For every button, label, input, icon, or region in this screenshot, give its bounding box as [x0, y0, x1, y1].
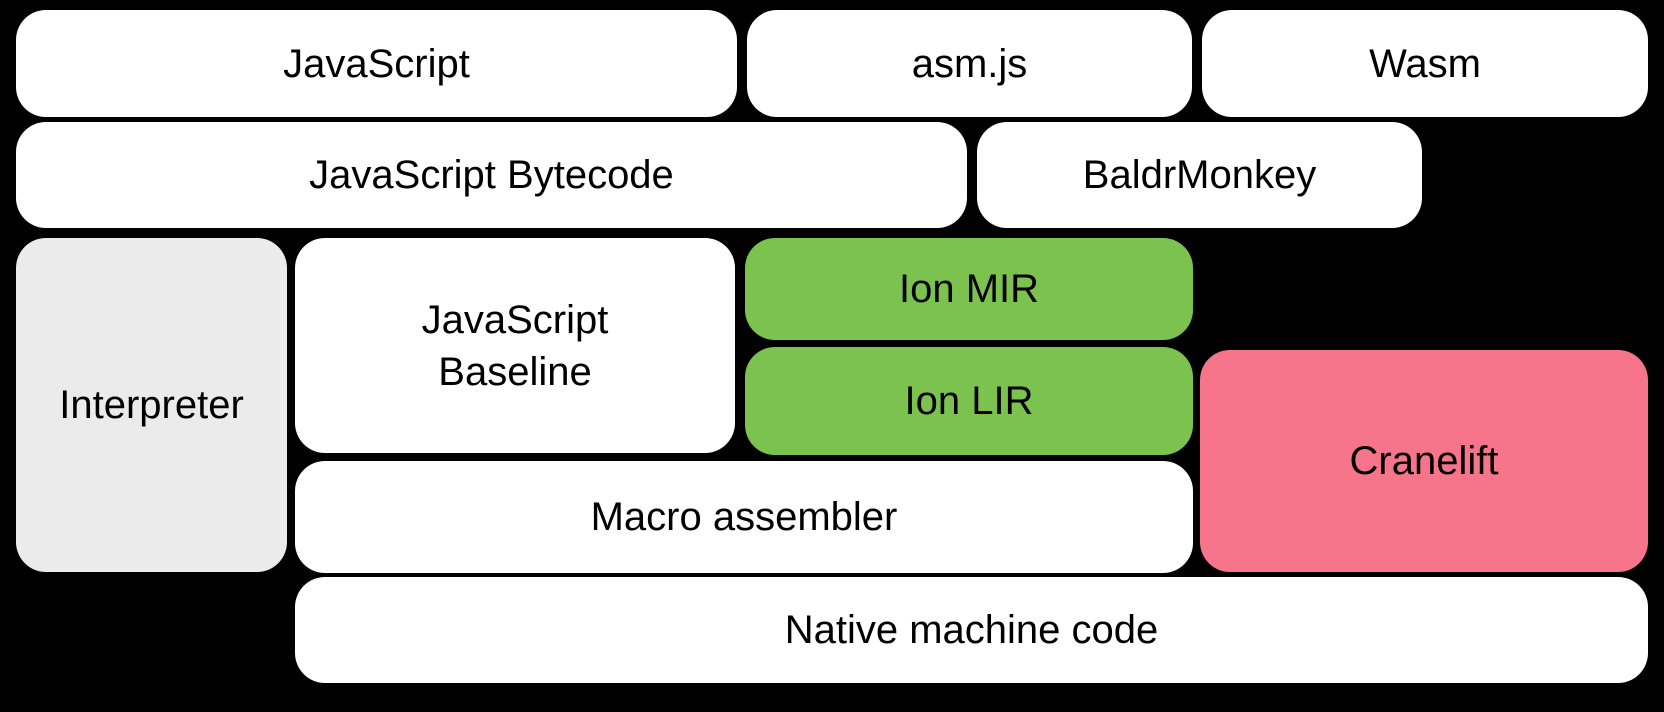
- box-baldrmonkey: BaldrMonkey: [977, 122, 1422, 228]
- box-javascript-bytecode: JavaScript Bytecode: [16, 122, 967, 228]
- box-interpreter: Interpreter: [16, 238, 287, 572]
- box-ion-lir-label: Ion LIR: [904, 379, 1034, 423]
- box-cranelift: Cranelift: [1200, 350, 1648, 572]
- box-cranelift-label: Cranelift: [1349, 439, 1499, 483]
- box-javascript-baseline: JavaScript Baseline: [295, 238, 735, 453]
- box-wasm-label: Wasm: [1369, 41, 1481, 86]
- box-native-machine-code: Native machine code: [295, 577, 1648, 683]
- box-javascript: JavaScript: [16, 10, 737, 117]
- box-interpreter-label: Interpreter: [59, 383, 244, 427]
- box-asmjs-label: asm.js: [911, 41, 1028, 86]
- box-macro-assembler-label: Macro assembler: [590, 495, 898, 539]
- box-native-machine-code-label: Native machine code: [784, 608, 1159, 652]
- box-ion-mir: Ion MIR: [745, 238, 1193, 340]
- box-ion-mir-label: Ion MIR: [898, 267, 1040, 311]
- box-javascript-baseline-label: JavaScript Baseline: [422, 294, 609, 398]
- box-wasm: Wasm: [1202, 10, 1648, 117]
- box-javascript-bytecode-label: JavaScript Bytecode: [309, 153, 674, 197]
- box-javascript-baseline-line1: JavaScript: [421, 297, 609, 342]
- box-baldrmonkey-label: BaldrMonkey: [1082, 153, 1317, 197]
- box-javascript-label: JavaScript: [283, 41, 470, 86]
- box-macro-assembler: Macro assembler: [295, 461, 1193, 573]
- box-asmjs: asm.js: [747, 10, 1192, 117]
- box-javascript-baseline-line2: Baseline: [438, 349, 592, 394]
- box-ion-lir: Ion LIR: [745, 347, 1193, 455]
